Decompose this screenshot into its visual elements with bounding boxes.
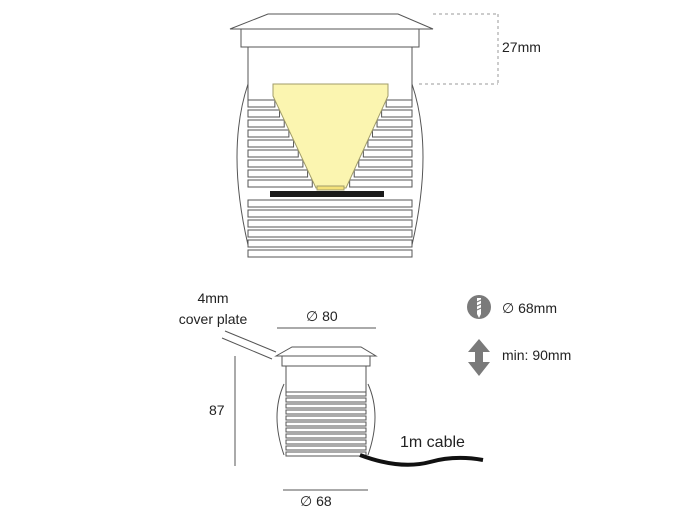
cable — [359, 453, 484, 467]
top-fin — [247, 109, 281, 118]
top-left-curve — [236, 83, 249, 246]
top-fin — [247, 229, 413, 238]
top-fin — [385, 99, 413, 108]
bottom-left-curve — [276, 383, 285, 456]
bottom-fin — [285, 427, 367, 433]
vertical-arrow-icon — [468, 339, 490, 376]
bottom-fin — [285, 439, 367, 445]
bottom-body — [285, 366, 367, 392]
drill-bit-icon — [467, 295, 491, 319]
top-fin — [349, 179, 413, 188]
label-27mm: 27mm — [502, 39, 541, 55]
bottom-view-fixture — [274, 346, 378, 457]
top-fin — [376, 119, 413, 128]
top-housing-block — [240, 28, 420, 48]
top-fin — [371, 129, 413, 138]
bottom-cover-plate — [274, 346, 378, 357]
top-fin — [367, 139, 413, 148]
top-fin — [247, 99, 276, 108]
bottom-fin — [285, 445, 367, 451]
top-fin — [247, 119, 285, 128]
top-fin — [247, 219, 413, 228]
top-fin — [358, 159, 413, 168]
bottom-fin — [285, 421, 367, 427]
top-view-fixture — [229, 13, 434, 258]
bottom-fin — [285, 391, 367, 397]
label-diameter-68: ∅ 68 — [300, 493, 332, 509]
top-fins — [247, 99, 413, 258]
label-cover-plate: cover plate — [178, 311, 248, 327]
bottom-fin — [285, 397, 367, 403]
spec-min-depth: min: 90mm — [502, 347, 572, 363]
top-fin — [247, 169, 309, 178]
bottom-fin — [285, 415, 367, 421]
top-fin — [247, 209, 413, 218]
label-cover-plate-thickness: 4mm — [197, 290, 229, 306]
top-fin — [247, 149, 299, 158]
bottom-housing-block — [281, 355, 371, 367]
top-fin — [247, 159, 304, 168]
top-fin — [353, 169, 413, 178]
top-fin — [247, 239, 413, 248]
top-fin — [247, 249, 413, 258]
bottom-fin — [285, 403, 367, 409]
bottom-fins — [285, 391, 367, 457]
label-diameter-80: ∅ 80 — [306, 308, 338, 324]
top-fin — [247, 129, 290, 138]
top-right-curve — [411, 83, 424, 246]
top-fin — [381, 109, 413, 118]
bottom-fin — [285, 433, 367, 439]
bottom-fin — [285, 451, 367, 457]
led-highlight — [316, 185, 345, 191]
top-cover-plate — [229, 13, 434, 30]
label-cable: 1m cable — [400, 434, 465, 451]
spec-drill-diameter: ∅ 68mm — [502, 300, 557, 316]
dimension-27mm — [419, 13, 499, 85]
top-fin — [362, 149, 413, 158]
bottom-right-curve — [367, 383, 376, 456]
bottom-fin — [285, 409, 367, 415]
label-height-87: 87 — [209, 402, 225, 418]
top-fin — [247, 139, 295, 148]
light-cone — [272, 83, 389, 189]
top-fin — [247, 199, 413, 208]
top-fin — [247, 179, 313, 188]
led-strip — [270, 191, 384, 197]
top-body — [247, 46, 413, 100]
cover-plate-leader — [221, 330, 277, 360]
